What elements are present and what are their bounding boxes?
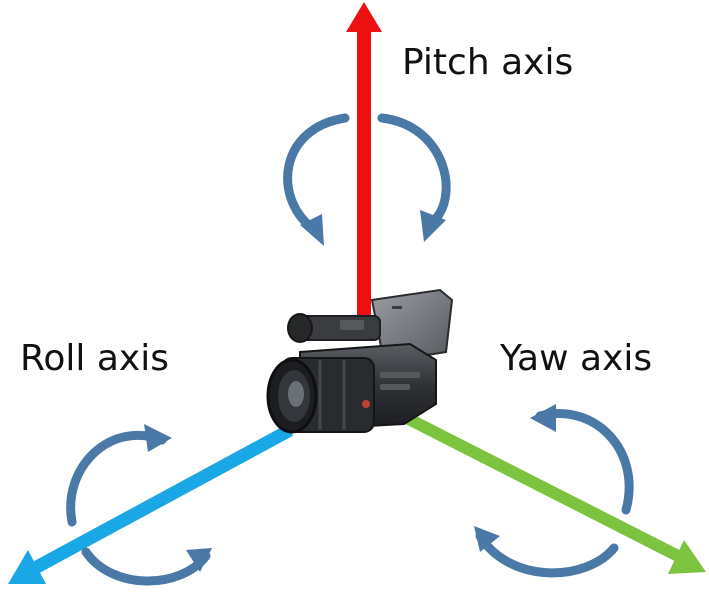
yaw-rotation-arrow-icon (474, 404, 634, 578)
yaw-axis-arrowhead (668, 540, 706, 574)
pitch-rotation-arrow-icon (283, 113, 451, 246)
pitch-axis (346, 2, 382, 328)
roll-axis-arrowhead (8, 550, 46, 584)
roll-axis (8, 424, 294, 584)
pitch-axis-arrowhead (346, 2, 382, 32)
roll-rotation-arrow-icon (66, 424, 212, 586)
yaw-axis-label: Yaw axis (500, 338, 653, 379)
camcorder-icon (266, 288, 454, 434)
yaw-axis (392, 406, 706, 574)
pitch-axis-label: Pitch axis (402, 42, 574, 83)
roll-axis-label: Roll axis (20, 338, 169, 379)
